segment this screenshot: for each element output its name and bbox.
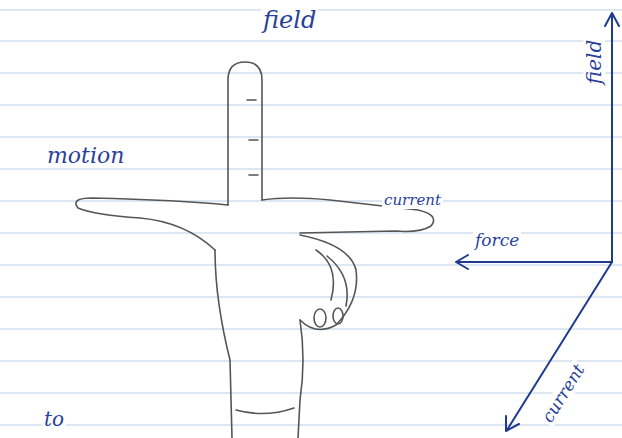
finger-label: motion — [45, 144, 126, 168]
finger-label: field — [261, 7, 318, 33]
axis-label: field — [583, 38, 605, 86]
finger-label: current — [382, 192, 443, 209]
axis-label: force — [473, 231, 521, 250]
note-text: to — [42, 408, 66, 430]
